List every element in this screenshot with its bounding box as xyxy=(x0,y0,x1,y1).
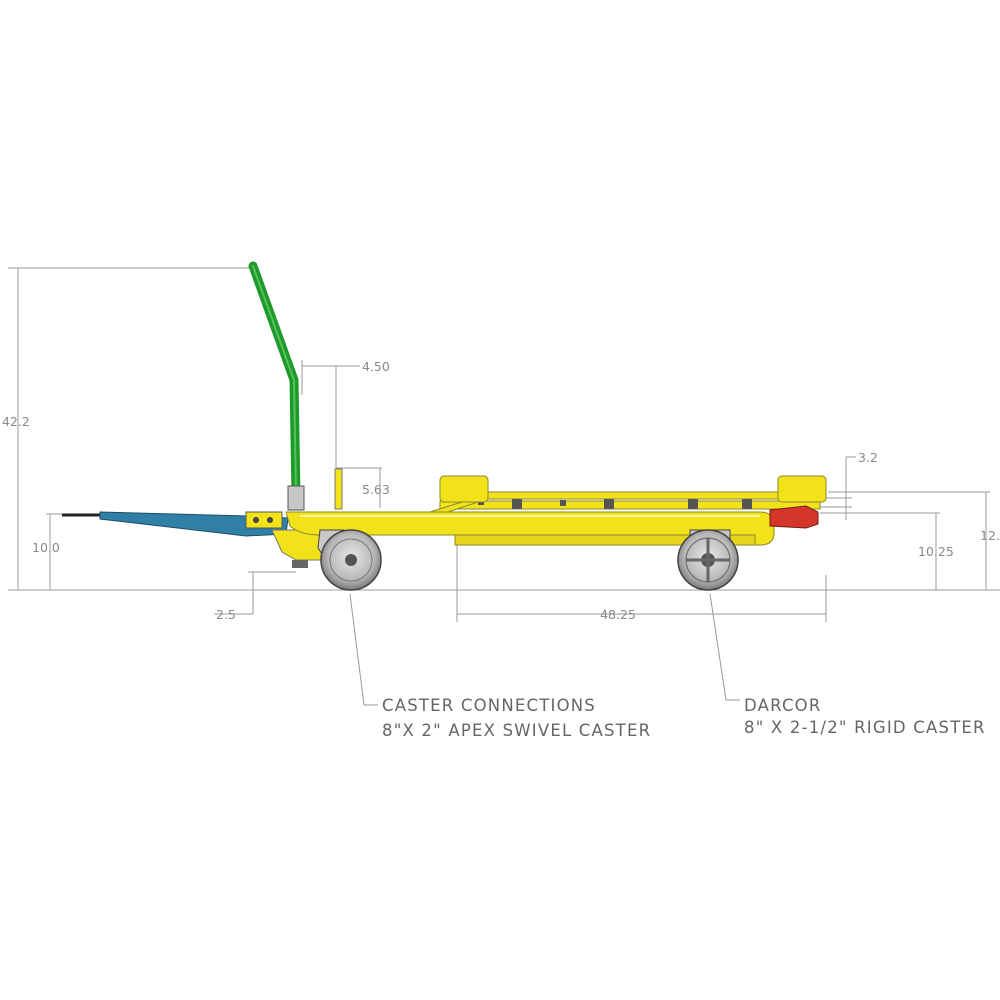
upper-deck-rail xyxy=(469,491,791,500)
callout-swivel-line1: CASTER CONNECTIONS xyxy=(382,696,596,715)
handle-bracket xyxy=(287,485,305,511)
rear-deck-block xyxy=(777,475,827,503)
dim-wheelbase: 48.25 xyxy=(600,607,636,622)
tongue-clevis xyxy=(245,511,283,529)
dimension-lines xyxy=(8,267,1000,706)
lower-rail xyxy=(454,534,756,546)
callout-swivel-line2: 8"X 2" APEX SWIVEL CASTER xyxy=(382,721,651,740)
dim-handle-offset: 4.50 xyxy=(362,359,390,374)
callout-rigid-line1: DARCOR xyxy=(744,696,822,715)
dim-rear-hitch-height: 10.25 xyxy=(918,544,954,559)
dim-overall-height: 42.2 xyxy=(2,414,30,429)
lower-deck-rail xyxy=(439,500,821,510)
front-post xyxy=(334,468,343,510)
dim-rear-hitch-offset: 3.2 xyxy=(858,450,878,465)
handle xyxy=(248,261,301,500)
callout-rigid-line2: 8" X 2-1/2" RIGID CASTER xyxy=(744,718,986,737)
rear-hitch xyxy=(769,505,819,529)
dim-deck-height: 12.8 xyxy=(980,528,1000,543)
dim-ground-clearance: 2.5 xyxy=(216,607,236,622)
dim-hitch-height: 10.0 xyxy=(32,540,60,555)
dim-post-height: 5.63 xyxy=(362,482,390,497)
cart-drawing xyxy=(62,261,827,591)
front-deck-block xyxy=(439,475,489,503)
